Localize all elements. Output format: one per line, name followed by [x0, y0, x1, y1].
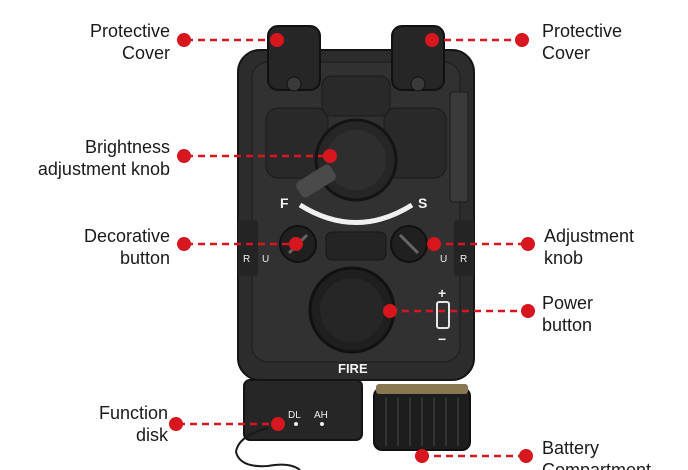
dot-function-inner: [271, 417, 285, 431]
callout-battery-compartment: Battery Compartment: [542, 437, 688, 470]
side-plate: [449, 91, 469, 203]
callout-protective-cover-left: Protective Cover: [90, 20, 170, 64]
brightness-knob-inner: [326, 130, 386, 190]
u-left-marking: U: [262, 254, 269, 265]
lanyard-wire: [234, 427, 301, 470]
callout-line-2: Cover: [542, 43, 591, 63]
callout-line-1: Brightness: [84, 137, 170, 157]
callout-line-2: button: [542, 315, 593, 335]
dot-adjustment-inner: [427, 237, 441, 251]
callout-line-2: adjustment knob: [37, 159, 170, 179]
callout-line-2: Compartment: [542, 460, 652, 470]
ah-marking: AH: [314, 410, 328, 421]
callout-protective-cover-right: Protective Cover: [542, 20, 622, 64]
plus-marking: +: [438, 285, 446, 301]
callout-dots: [169, 33, 535, 463]
dot-power-inner: [383, 304, 397, 318]
callout-lines: [178, 38, 528, 458]
f-marking: F: [280, 195, 289, 211]
dot-power-outer: [521, 304, 535, 318]
r-left-marking: R: [243, 254, 250, 265]
dot-decorative-outer: [177, 237, 191, 251]
ah-dot: [320, 422, 324, 426]
dot-battery-outer: [519, 449, 533, 463]
dot-protective-cover-right-inner: [425, 33, 439, 47]
r-right-marking: R: [460, 254, 467, 265]
callout-line-2: button: [119, 248, 170, 268]
upper-pad-center: [321, 75, 391, 117]
callout-line-1: Power: [542, 293, 594, 313]
battery-ring: [376, 384, 468, 394]
callout-line-2: knob: [544, 248, 584, 268]
battery-grip-ridges: [385, 398, 459, 446]
callout-line-1: Battery: [542, 438, 600, 458]
function-disk[interactable]: [243, 379, 363, 441]
dl-marking: DL: [288, 410, 301, 421]
fire-marking: FIRE: [338, 361, 368, 376]
dot-protective-cover-left-inner: [270, 33, 284, 47]
callout-power-button: Power button: [542, 292, 593, 336]
callout-line-2: disk: [135, 425, 168, 445]
battery-indicator: [436, 301, 450, 329]
callout-function-disk: Function disk: [99, 402, 168, 446]
brightness-knob-grip: [296, 164, 336, 198]
dot-brightness-outer: [177, 149, 191, 163]
u-right-marking: U: [440, 254, 447, 265]
dot-protective-cover-right-outer: [515, 33, 529, 47]
callout-line-1: Function: [98, 403, 168, 423]
center-window: [325, 231, 387, 261]
callout-line-1: Protective: [89, 21, 170, 41]
adjustment-knob-slot: [398, 233, 420, 255]
minus-marking: −: [438, 331, 446, 347]
left-cover-screw: [286, 76, 302, 92]
fs-arc: [298, 202, 414, 225]
callout-adjustment-knob: Adjustment knob: [544, 225, 634, 269]
callout-line-2: Cover: [121, 43, 170, 63]
callout-brightness-knob: Brightness adjustment knob: [38, 136, 170, 180]
callout-line-1: Adjustment: [544, 226, 635, 246]
s-marking: S: [418, 195, 427, 211]
right-cover-screw: [410, 76, 426, 92]
power-button-face: [320, 278, 384, 342]
dot-protective-cover-left-outer: [177, 33, 191, 47]
left-side-slot: [238, 220, 258, 276]
callout-line-1: Decorative: [83, 226, 170, 246]
callout-decorative-button: Decorative button: [84, 225, 170, 269]
callout-line-1: Protective: [542, 21, 623, 41]
dot-brightness-inner: [323, 149, 337, 163]
dot-function-outer: [169, 417, 183, 431]
right-side-slot: [454, 220, 474, 276]
dl-dot: [294, 422, 298, 426]
dot-decorative-inner: [289, 237, 303, 251]
dot-battery-inner: [415, 449, 429, 463]
dot-adjustment-outer: [521, 237, 535, 251]
